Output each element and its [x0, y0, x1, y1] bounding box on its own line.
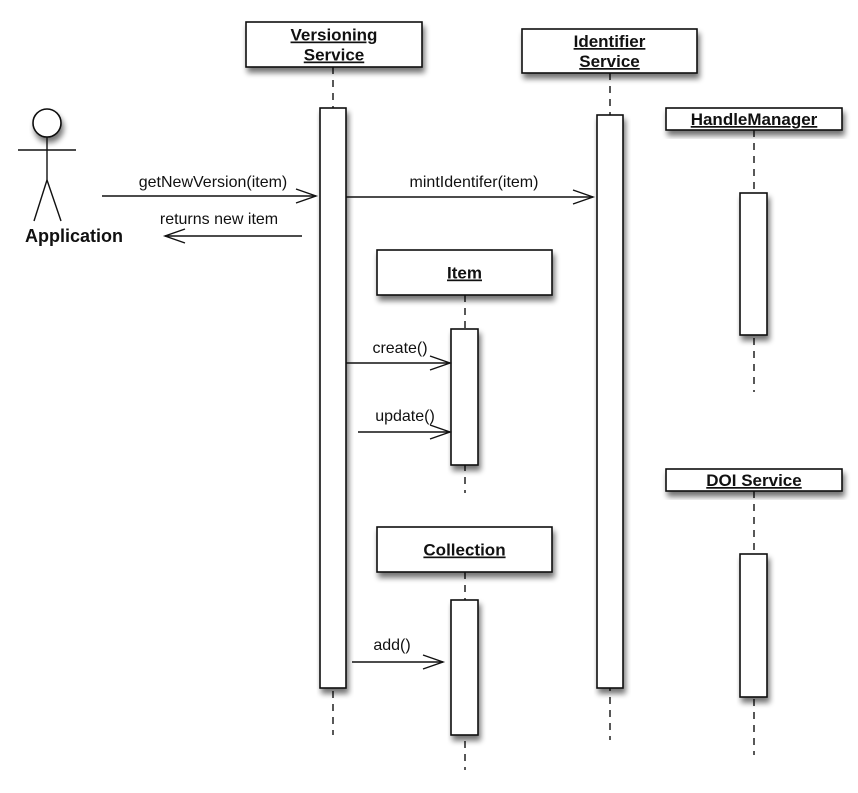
activation-identifier-service	[596, 114, 624, 689]
message-label: add()	[373, 637, 410, 654]
activation-handle-manager	[739, 192, 768, 336]
actor-application: Application	[18, 108, 123, 246]
actor-label: Application	[25, 226, 123, 246]
activation-collection	[450, 599, 479, 736]
object-label: Collection	[423, 541, 505, 560]
object-label: Service	[304, 46, 365, 65]
object-box	[665, 107, 843, 131]
message-update: update()	[358, 408, 453, 440]
object-handle-manager: HandleManager	[665, 107, 843, 131]
message-label: mintIdentifer(item)	[410, 174, 539, 191]
actor-head	[32, 108, 62, 138]
actor-leg-left	[33, 179, 48, 222]
arrowhead-icon	[572, 189, 596, 205]
arrowhead-icon	[429, 355, 453, 371]
message-label: create()	[372, 340, 427, 357]
message-label: returns new item	[160, 211, 278, 228]
object-box	[665, 468, 843, 492]
message-create: create()	[346, 340, 453, 371]
arrowhead-icon	[429, 424, 453, 440]
object-label: DOI Service	[706, 471, 801, 490]
messages: getNewVersion(item) returns new item mintI…	[102, 174, 596, 670]
activation-doi-service	[739, 553, 768, 698]
object-box	[245, 21, 423, 68]
object-label: HandleManager	[691, 110, 818, 129]
message-returns-new-item: returns new item	[160, 211, 302, 244]
activation-bars	[319, 107, 768, 736]
message-get-new-version: getNewVersion(item)	[102, 174, 319, 204]
object-item: Item	[376, 249, 553, 296]
object-label: Versioning	[291, 26, 378, 45]
object-box	[521, 28, 698, 74]
message-add: add()	[352, 637, 446, 670]
object-label: Service	[579, 52, 640, 71]
arrowhead-icon	[162, 228, 186, 244]
arrowhead-icon	[295, 188, 319, 204]
object-collection: Collection	[376, 526, 553, 573]
activation-item	[450, 328, 479, 466]
object-label: Identifier	[574, 32, 646, 51]
message-label: update()	[375, 408, 435, 425]
object-box	[376, 249, 553, 296]
object-doi-service: DOI Service	[665, 468, 843, 492]
actor-leg-right	[46, 179, 62, 222]
object-box	[376, 526, 553, 573]
activation-versioning-service	[319, 107, 347, 689]
object-label: Item	[447, 264, 482, 283]
message-mint-identifer: mintIdentifer(item)	[346, 174, 596, 205]
object-boxes: VersioningServiceIdentifierServiceHandle…	[245, 21, 843, 573]
arrowhead-icon	[422, 654, 446, 670]
message-label: getNewVersion(item)	[139, 174, 288, 191]
